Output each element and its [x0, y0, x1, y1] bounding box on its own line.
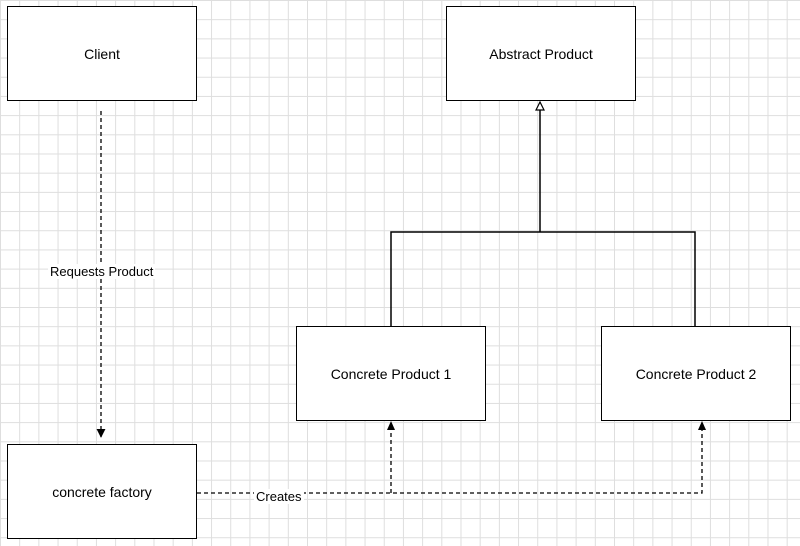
abstract-product-node[interactable]: Abstract Product — [446, 6, 636, 101]
concrete-factory-label: concrete factory — [52, 483, 152, 500]
client-label: Client — [84, 45, 120, 62]
abstract-product-label: Abstract Product — [489, 45, 593, 62]
creates-arrowhead-2 — [698, 421, 706, 430]
creates-arrowhead-1 — [387, 421, 395, 430]
concrete-product-2-node[interactable]: Concrete Product 2 — [601, 326, 791, 421]
concrete-product-1-node[interactable]: Concrete Product 1 — [296, 326, 486, 421]
creates-label: Creates — [254, 489, 304, 504]
creates-connector — [197, 428, 703, 494]
concrete-product-2-label: Concrete Product 2 — [635, 365, 757, 382]
inheritance-connector — [390, 110, 696, 326]
client-node[interactable]: Client — [7, 6, 197, 101]
concrete-factory-node[interactable]: concrete factory — [7, 444, 197, 539]
inheritance-arrowhead — [535, 100, 545, 111]
requests-product-label: Requests Product — [48, 264, 156, 279]
concrete-product-1-label: Concrete Product 1 — [330, 365, 452, 382]
